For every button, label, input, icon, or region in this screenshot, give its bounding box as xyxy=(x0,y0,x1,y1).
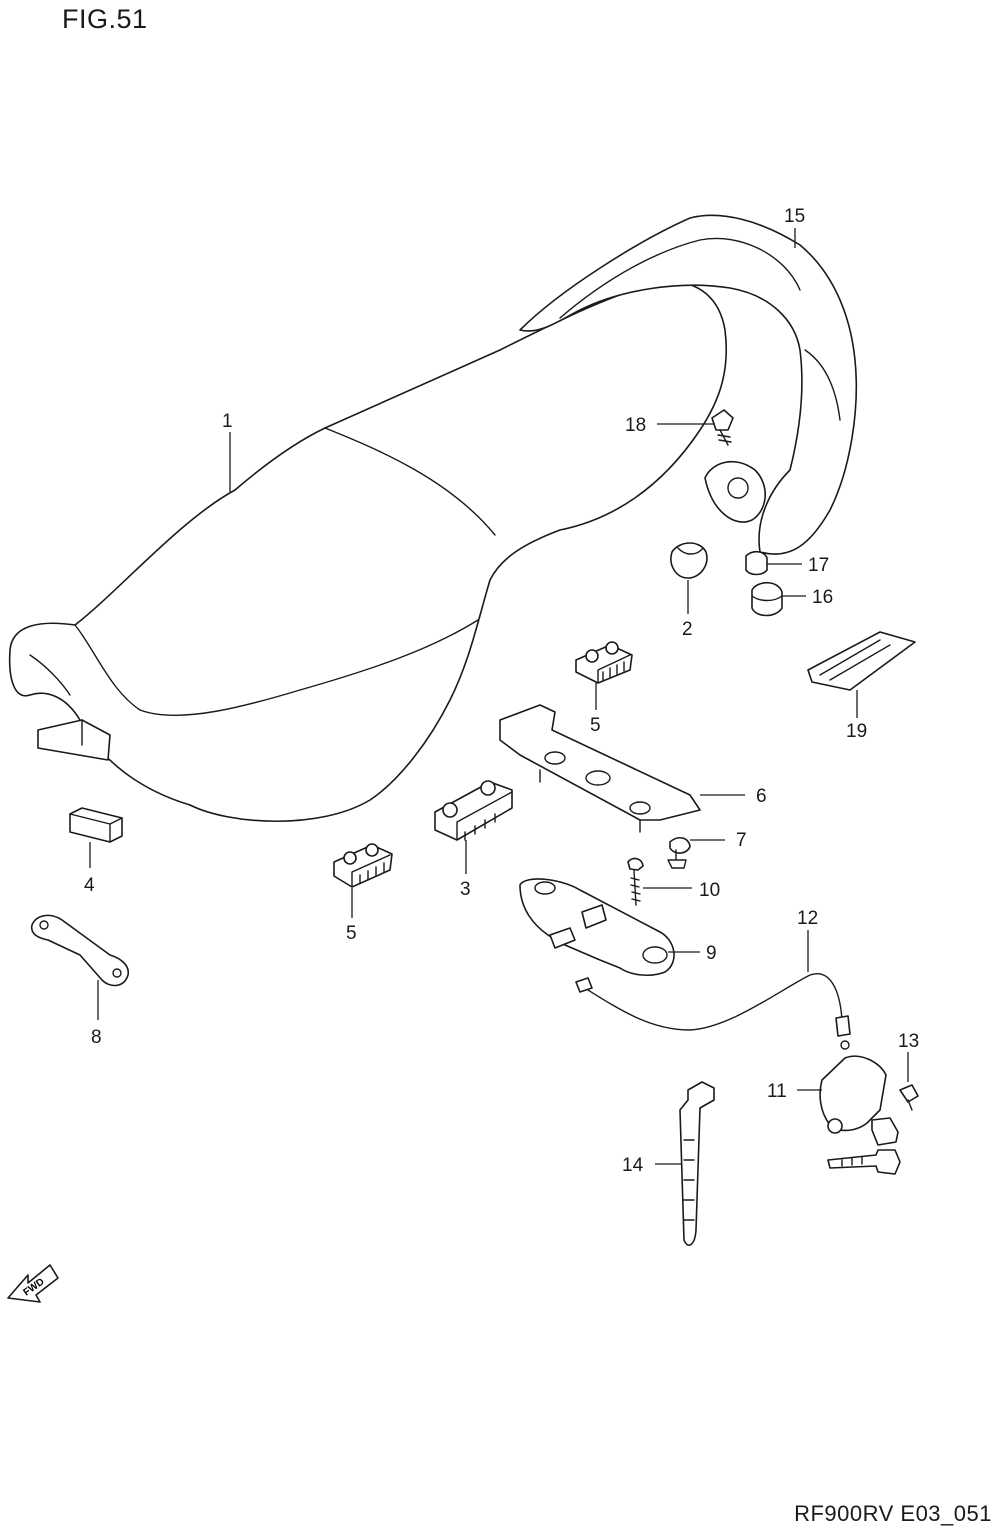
strap-part-14[interactable] xyxy=(679,1081,715,1246)
lock-bracket-part-9[interactable] xyxy=(519,878,675,977)
block-part-4[interactable] xyxy=(69,807,123,843)
callout-12: 12 xyxy=(797,908,818,929)
strap-part-19[interactable] xyxy=(807,631,916,691)
callout-numbers: 1 2 3 4 5 5 6 7 8 9 10 11 12 13 14 15 16… xyxy=(84,206,919,1176)
callout-15: 15 xyxy=(784,206,805,227)
drawing-code: RF900RV E03_051 xyxy=(794,1501,992,1526)
callout-18: 18 xyxy=(625,415,646,436)
callout-5b: 5 xyxy=(346,923,357,944)
callout-16: 16 xyxy=(812,587,833,608)
callout-13: 13 xyxy=(898,1031,919,1052)
callout-10: 10 xyxy=(699,880,720,901)
callout-6: 6 xyxy=(756,786,767,807)
cushion-part-5-upper[interactable] xyxy=(575,641,633,684)
seat-tail-cowl-part[interactable] xyxy=(519,214,858,555)
cap-part-17[interactable] xyxy=(745,550,768,576)
grommet-part-16[interactable] xyxy=(751,581,783,617)
callout-7: 7 xyxy=(736,830,747,851)
callout-2: 2 xyxy=(682,619,693,640)
callout-9: 9 xyxy=(706,943,717,964)
cushion-part-2[interactable] xyxy=(670,542,708,579)
callout-5a: 5 xyxy=(590,715,601,736)
callout-19: 19 xyxy=(846,721,867,742)
bracket-part-6[interactable] xyxy=(499,704,701,833)
callout-1: 1 xyxy=(222,411,233,432)
seat-lock-part-11[interactable] xyxy=(819,1055,901,1175)
screw-part-10[interactable] xyxy=(627,857,644,906)
callout-17: 17 xyxy=(808,555,829,576)
cable-part-12[interactable] xyxy=(575,973,851,1050)
leader-lines xyxy=(89,228,909,1165)
callout-11: 11 xyxy=(767,1081,787,1102)
fwd-arrow-icon: FWD xyxy=(7,1264,59,1303)
screw-part-7[interactable] xyxy=(667,837,691,869)
screw-part-13[interactable] xyxy=(899,1084,919,1111)
callout-3: 3 xyxy=(460,879,471,900)
figure-title: FIG.51 xyxy=(62,4,148,34)
cushion-part-5-lower[interactable] xyxy=(333,843,393,888)
bracket-part-8[interactable] xyxy=(30,914,130,987)
bolt-part-18[interactable] xyxy=(711,409,734,446)
cushion-part-3[interactable] xyxy=(434,780,513,841)
seat-part[interactable] xyxy=(8,280,728,823)
callout-14: 14 xyxy=(622,1155,644,1176)
callout-4: 4 xyxy=(84,875,95,896)
callout-8: 8 xyxy=(91,1027,102,1048)
